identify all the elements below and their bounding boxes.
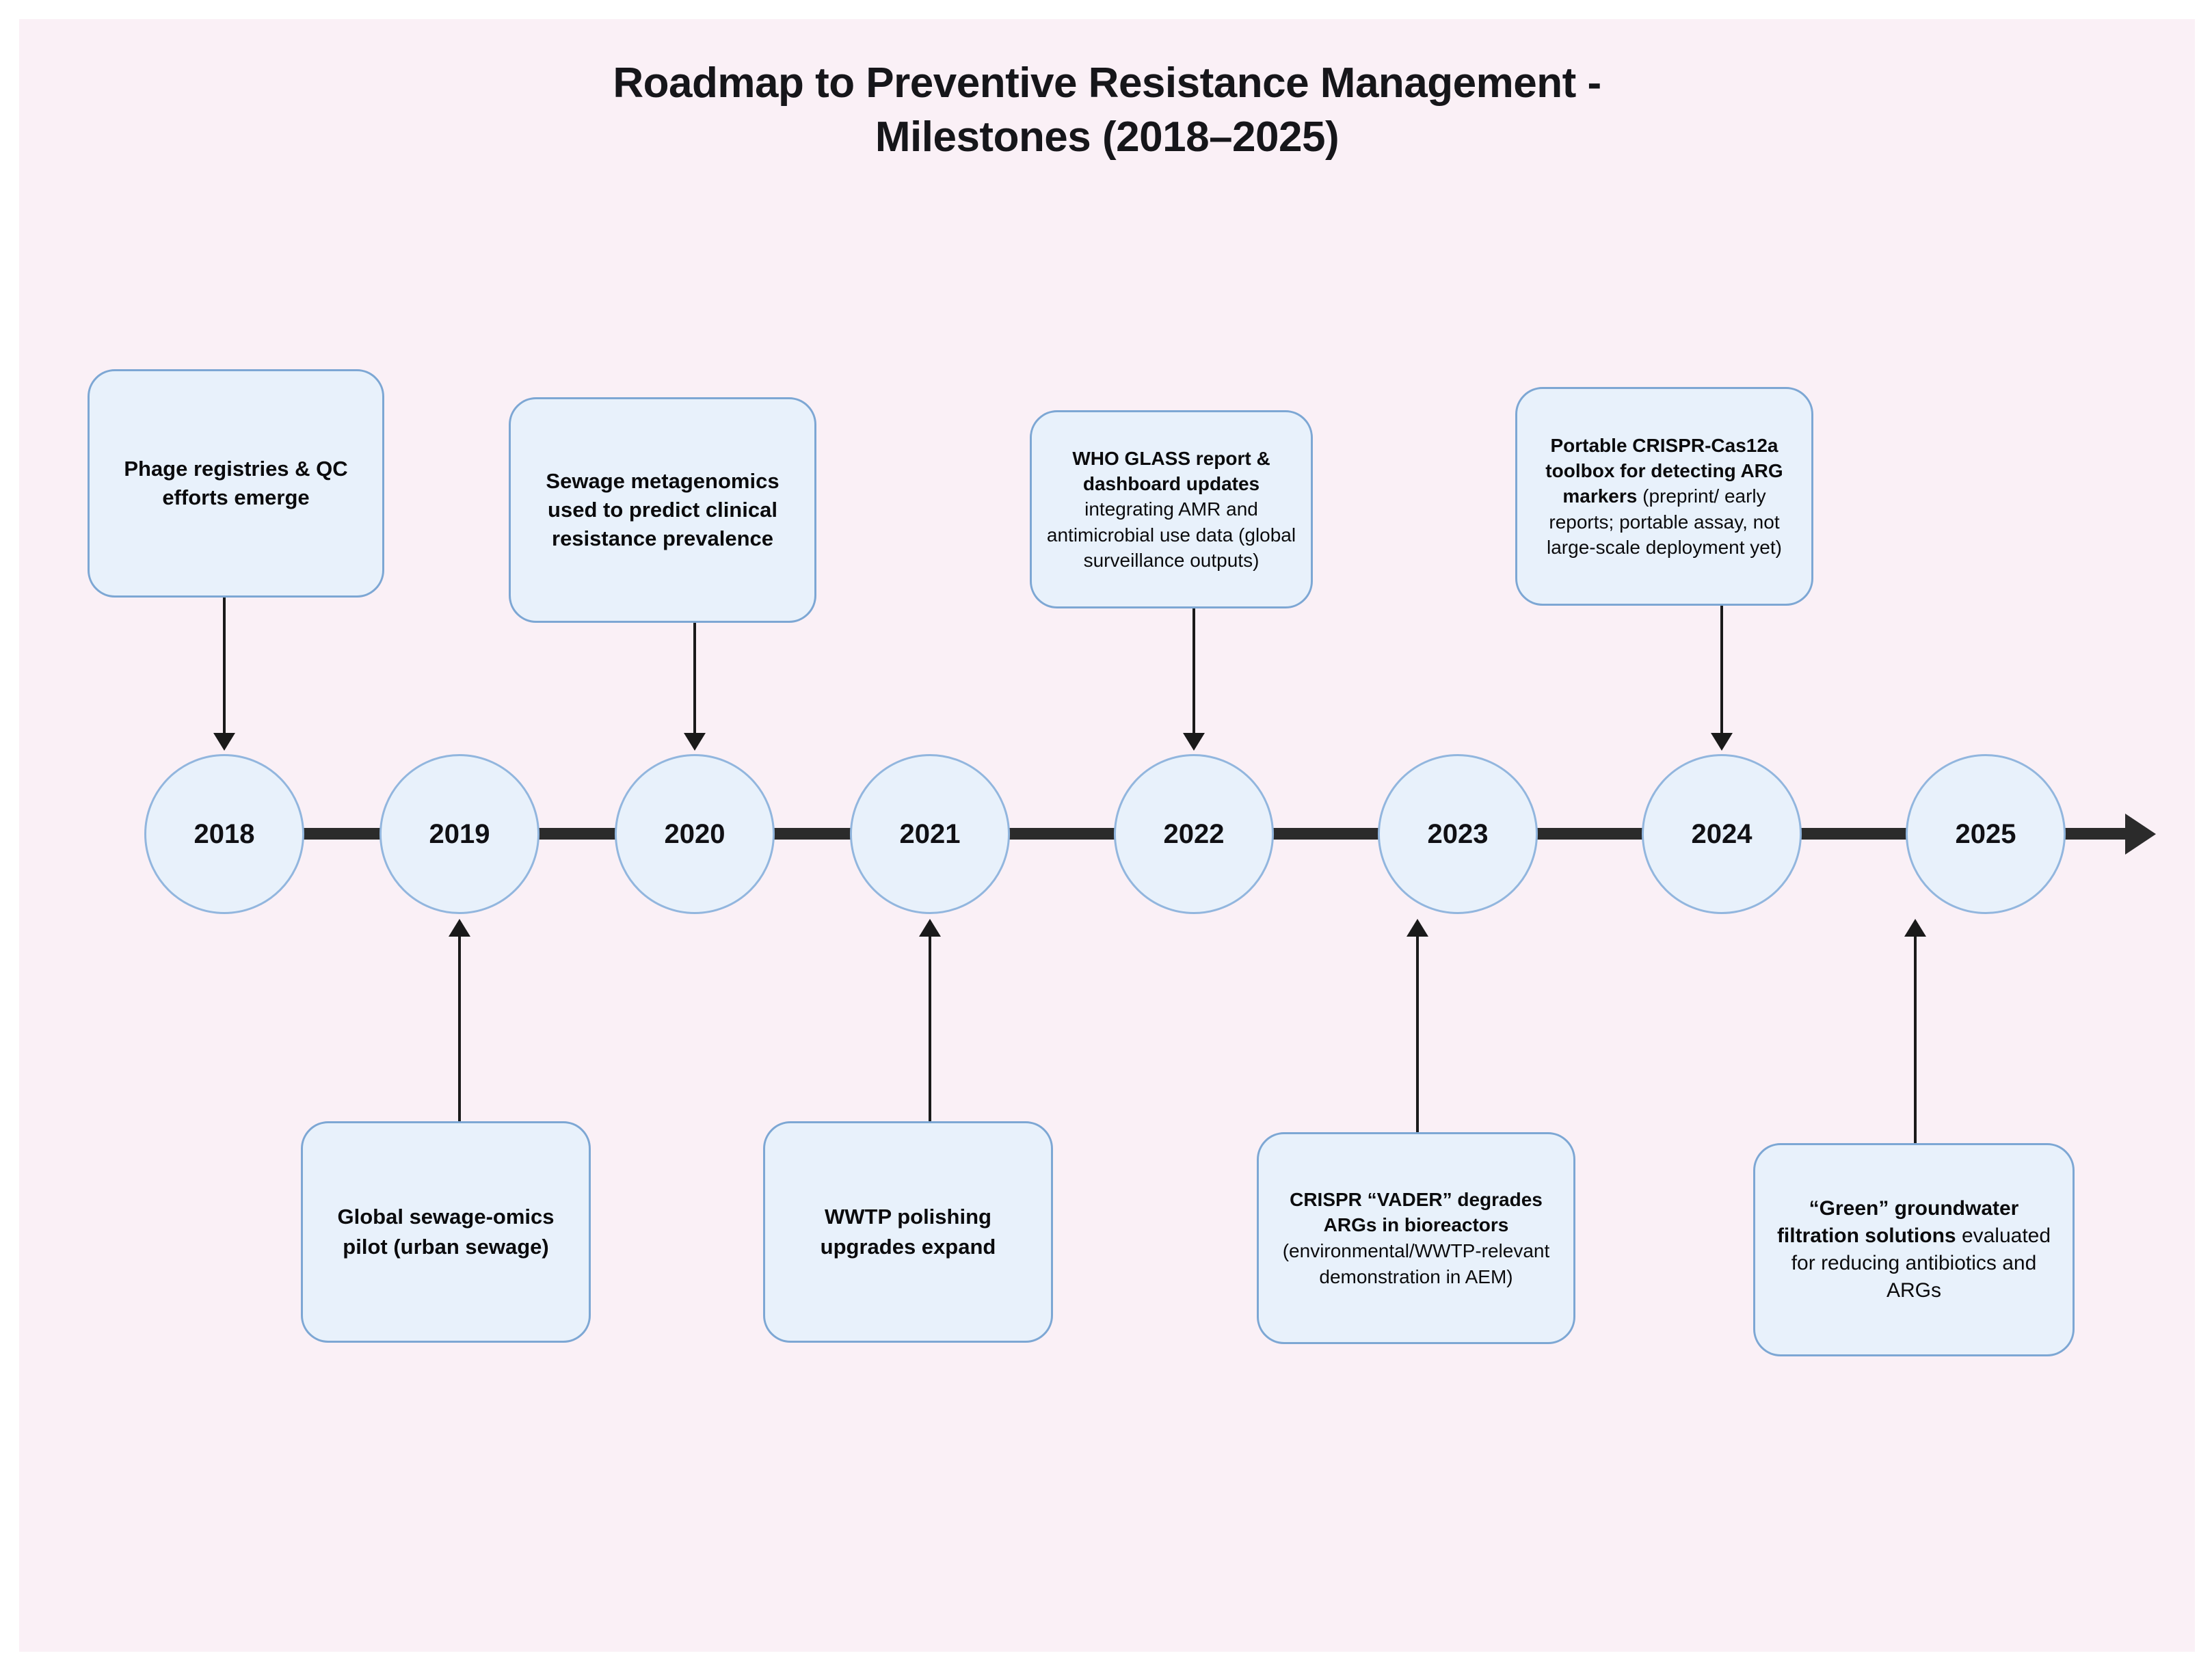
connector-2025 [1914,935,1917,1143]
milestone-lead: Portable CRISPR-Cas12a toolbox for detec… [1545,434,1783,507]
milestone-text: CRISPR “VADER” degrades ARGs in bioreact… [1272,1187,1560,1289]
timeline-spine-2018-2019 [304,828,386,840]
connector-2022 [1192,608,1195,734]
connector-2024 [1720,606,1723,734]
connector-2021 [929,935,931,1121]
timeline-spine-2021-2022 [1009,828,1120,840]
milestone-lead: “Green” groundwater filtration solutions [1776,1196,2019,1247]
milestone-text: WWTP polishing upgrades expand [779,1202,1037,1262]
timeline-spine-2022-2023 [1273,828,1384,840]
timeline-node-2024[interactable]: 2024 [1642,754,1802,914]
timeline-end-arrow-icon [2125,814,2156,855]
milestone-tail: integrating AMR and antimicrobial use da… [1046,498,1296,571]
connector-2019 [458,935,461,1121]
milestone-box-2020[interactable]: Sewage metagenomics used to predict clin… [509,397,816,623]
timeline-node-2021[interactable]: 2021 [850,754,1010,914]
milestone-box-2024[interactable]: Portable CRISPR-Cas12a toolbox for detec… [1515,387,1813,606]
connector-2019-arrowhead-icon [449,919,470,937]
milestone-box-2025[interactable]: “Green” groundwater filtration solutions… [1753,1143,2075,1356]
timeline-node-label: 2023 [1427,818,1489,849]
timeline-spine-2019-2020 [539,828,621,840]
milestone-text: Sewage metagenomics used to predict clin… [524,467,801,553]
timeline-node-2022[interactable]: 2022 [1114,754,1274,914]
page-title-line-1: Roadmap to Preventive Resistance Managem… [613,59,1601,107]
timeline-node-label: 2021 [899,818,961,849]
connector-2023-arrowhead-icon [1407,919,1428,937]
connector-2020 [693,623,696,734]
diagram-stage: Roadmap to Preventive Resistance Managem… [19,19,2195,1652]
timeline-node-2018[interactable]: 2018 [144,754,304,914]
timeline-node-label: 2020 [664,818,725,849]
milestone-lead: WHO GLASS report & dashboard updates [1072,447,1270,495]
milestone-box-2018[interactable]: Phage registries & QC efforts emerge [88,369,384,598]
diagram-canvas: Roadmap to Preventive Resistance Managem… [19,19,2195,1652]
milestone-tail: evaluated for reducing antibiotics and A… [1791,1224,2051,1302]
timeline-node-label: 2018 [194,818,255,849]
connector-2020-arrowhead-icon [684,733,706,751]
timeline-node-label: 2025 [1955,818,2016,849]
milestone-lead: Sewage metagenomics used to predict clin… [546,468,779,551]
milestone-box-2022[interactable]: WHO GLASS report & dashboard updates int… [1030,410,1313,608]
connector-2023 [1416,935,1419,1132]
milestone-text: Portable CRISPR-Cas12a toolbox for detec… [1531,433,1798,560]
milestone-text: WHO GLASS report & dashboard updates int… [1045,446,1297,573]
milestone-box-2023[interactable]: CRISPR “VADER” degrades ARGs in bioreact… [1257,1132,1575,1344]
timeline-node-2019[interactable]: 2019 [379,754,539,914]
milestone-text: Global sewage-omics pilot (urban sewage) [317,1202,575,1262]
milestone-tail: (environmental/WWTP-relevant demonstrati… [1282,1240,1550,1287]
timeline-node-2023[interactable]: 2023 [1378,754,1538,914]
timeline-spine-2024-2025 [1801,828,1912,840]
timeline-node-label: 2022 [1163,818,1225,849]
milestone-lead: Phage registries & QC efforts emerge [124,456,348,509]
connector-2025-arrowhead-icon [1904,919,1926,937]
timeline-node-label: 2019 [429,818,490,849]
page-title-line-2: Milestones (2018–2025) [875,113,1340,161]
timeline-node-2020[interactable]: 2020 [615,754,775,914]
milestone-tail: (preprint/ early reports; portable assay… [1547,485,1782,558]
connector-2022-arrowhead-icon [1183,733,1205,751]
milestone-lead: WWTP polishing upgrades expand [820,1204,996,1259]
milestone-text: Phage registries & QC efforts emerge [103,455,369,512]
milestone-box-2019[interactable]: Global sewage-omics pilot (urban sewage) [301,1121,591,1343]
milestone-lead: Global sewage-omics pilot (urban sewage) [337,1204,555,1259]
connector-2024-arrowhead-icon [1711,733,1733,751]
timeline-spine-2023-2024 [1537,828,1648,840]
connector-2021-arrowhead-icon [919,919,941,937]
timeline-node-label: 2024 [1691,818,1753,849]
timeline-spine-2020-2021 [774,828,856,840]
connector-2018 [223,598,226,734]
milestone-lead: CRISPR “VADER” degrades ARGs in bioreact… [1290,1188,1543,1236]
timeline-node-2025[interactable]: 2025 [1906,754,2066,914]
connector-2018-arrowhead-icon [213,733,235,751]
page-title: Roadmap to Preventive Resistance Managem… [19,57,2195,164]
timeline-spine-tail [2065,828,2128,840]
milestone-text: “Green” groundwater filtration solutions… [1769,1195,2059,1305]
milestone-box-2021[interactable]: WWTP polishing upgrades expand [763,1121,1053,1343]
